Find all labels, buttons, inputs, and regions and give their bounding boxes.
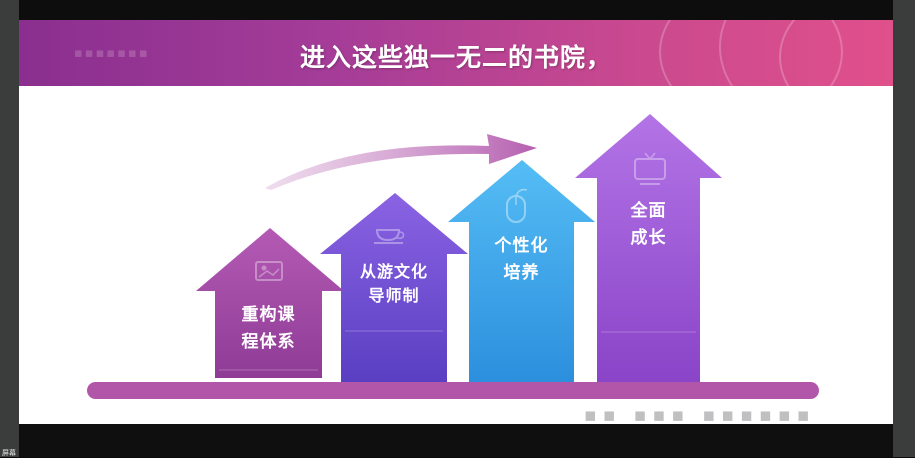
- growth-arrows-diagram: [87, 114, 819, 399]
- slide-title: 进入这些独一无二的书院，: [299, 43, 612, 72]
- arrow-4-label: 全面 成长: [630, 201, 667, 248]
- tv-icon: [634, 152, 666, 185]
- video-frame-top-bar: [19, 0, 893, 20]
- arrow-4-shape: [575, 114, 722, 382]
- arrow-2-label: 从游文化 导师制: [359, 262, 428, 305]
- base-platform-bar: [87, 382, 819, 399]
- arrow-3-label: 个性化 培养: [494, 236, 549, 283]
- arrow-3-shape: [448, 160, 595, 382]
- arrow-1-shape: [196, 228, 344, 378]
- banner-decoration-arc: [779, 20, 893, 86]
- slide-title-banner: ▪▪▪▪▪▪▪ 进入这些独一无二的书院，: [19, 20, 893, 86]
- growth-trend-arrow: [265, 134, 537, 190]
- video-frame-right-edge: [893, 0, 915, 457]
- video-frame-left-edge: [0, 0, 19, 457]
- presentation-slide: ▪▪▪▪▪▪▪ 进入这些独一无二的书院，: [19, 20, 893, 424]
- photo-icon: [255, 261, 283, 281]
- banner-decoration-arc: [719, 20, 893, 86]
- arrow-1-label: 重构课 程体系: [241, 305, 296, 352]
- banner-decoration-text: ▪▪▪▪▪▪▪: [74, 46, 150, 61]
- arrow-2-shape: [320, 193, 468, 382]
- video-frame-bottom-bar: [19, 424, 893, 457]
- video-corner-label: 屏幕: [2, 449, 16, 457]
- faded-watermark: ▪▪ ▪▪▪ ▪▪▪▪▪▪: [584, 404, 816, 424]
- mouse-icon: [506, 188, 528, 223]
- teacup-icon: [374, 229, 405, 244]
